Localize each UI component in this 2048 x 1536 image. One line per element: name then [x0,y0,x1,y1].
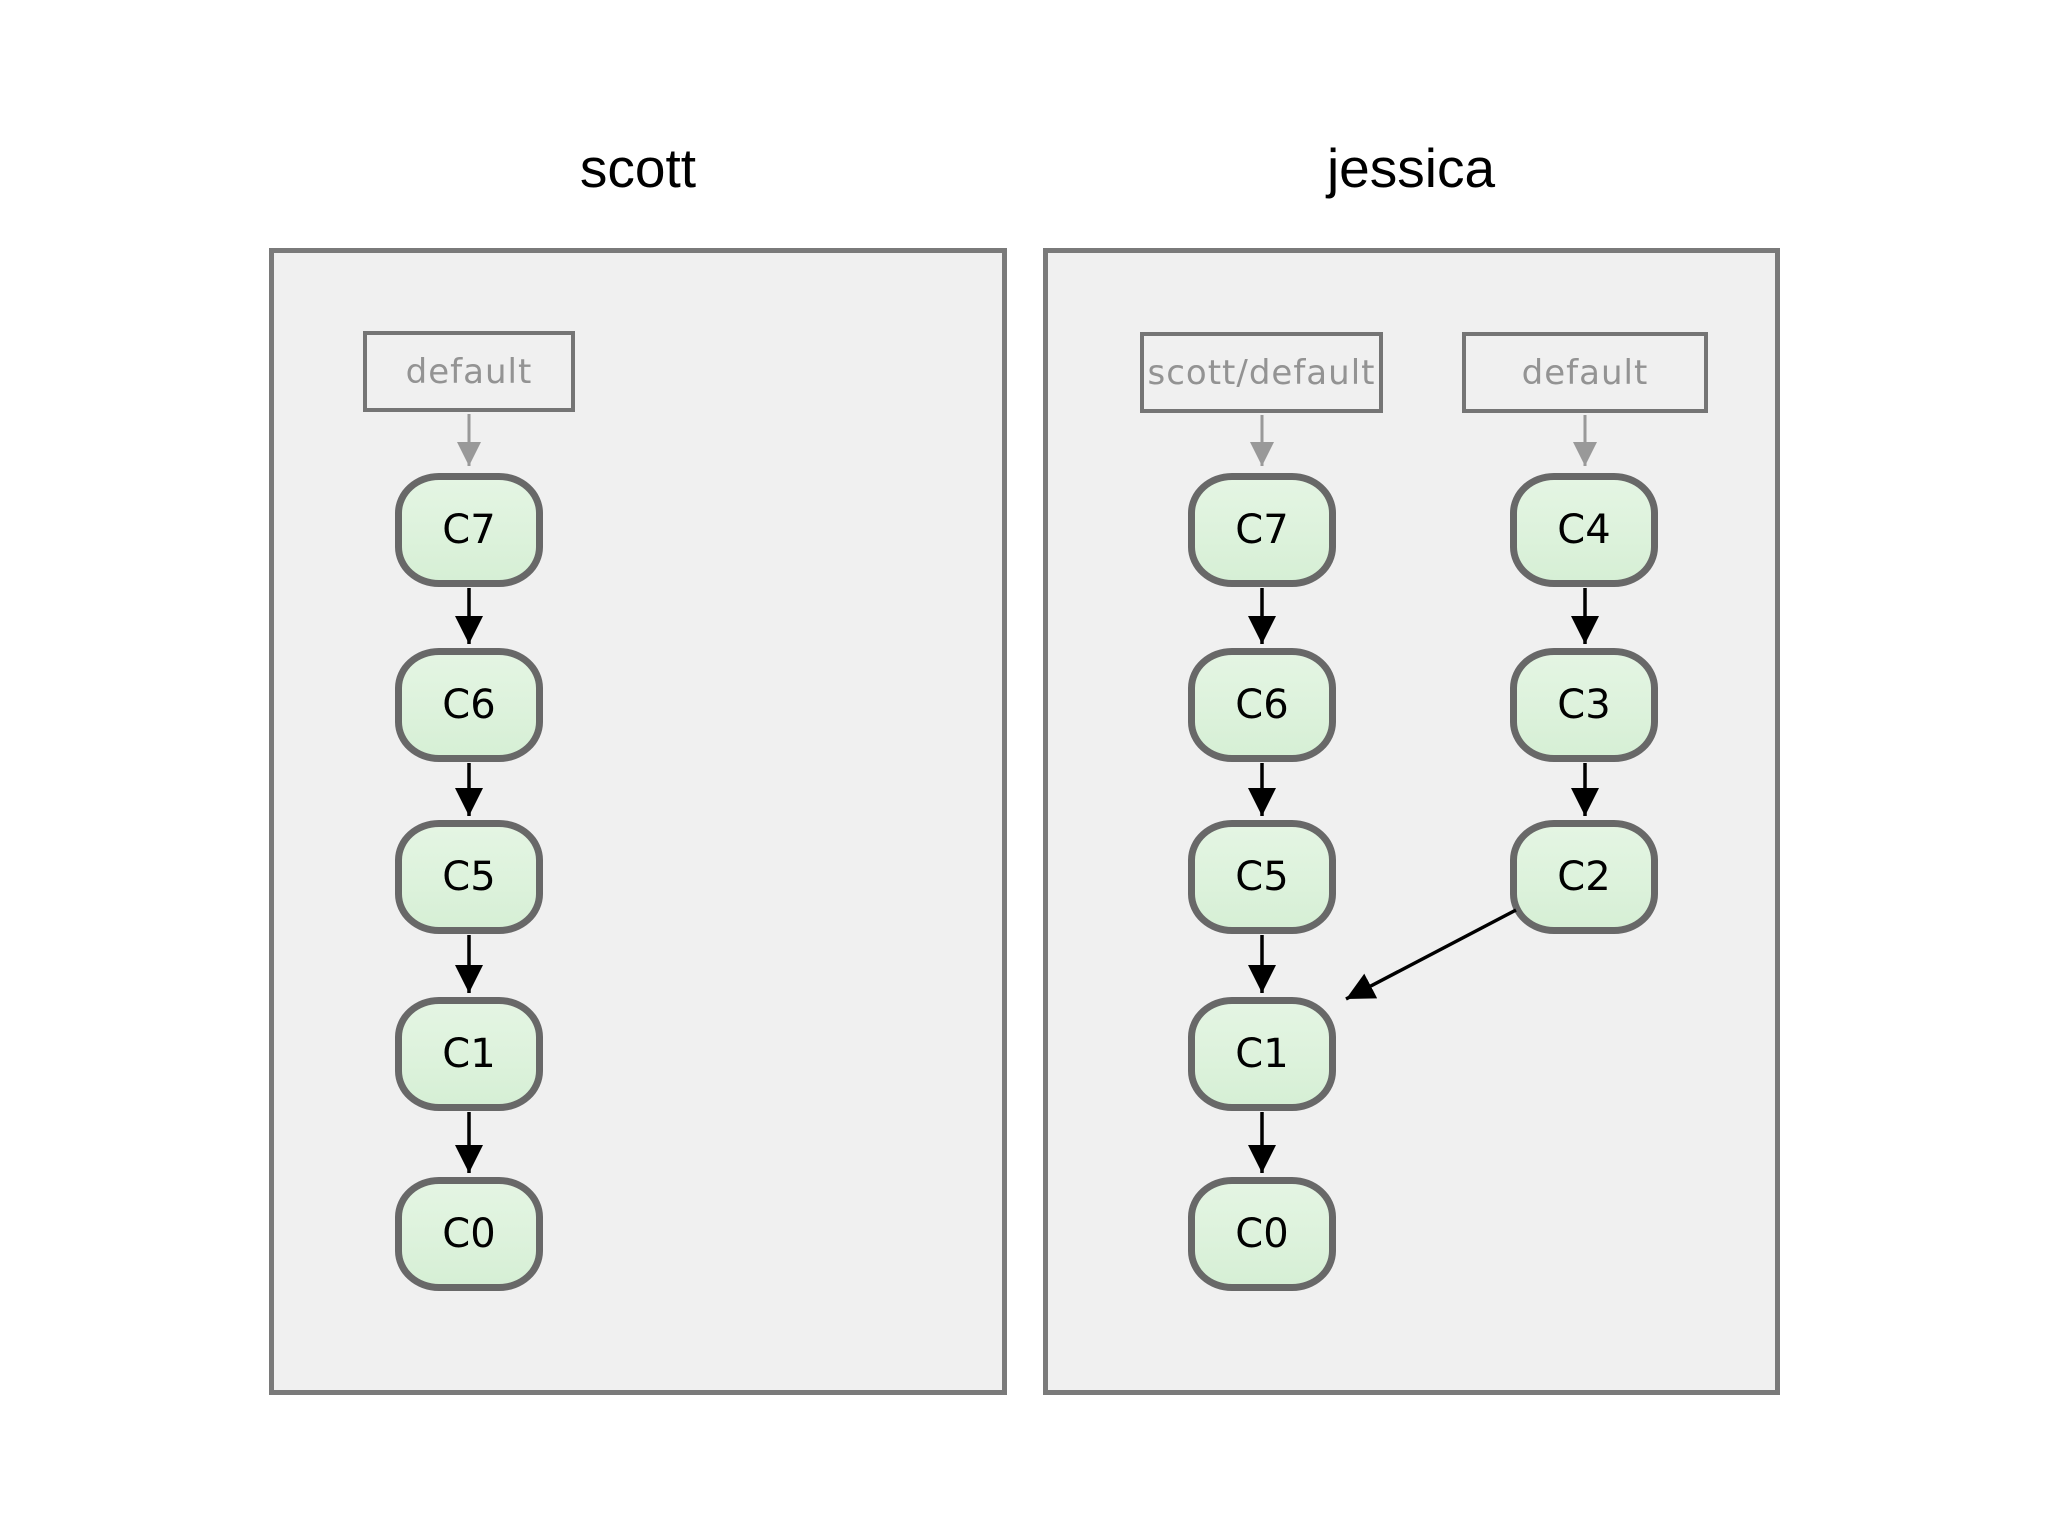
left-repo-panel [269,248,1007,1395]
commit-node-jessica-c6: C6 [1188,648,1336,762]
left-repo-title: scott [579,137,697,199]
branch-label-scott-default: scott/default [1140,332,1383,413]
commit-node-jessica-c1: C1 [1188,997,1336,1111]
commit-node-jessica-c0: C0 [1188,1177,1336,1291]
commit-node-scott-c1: C1 [395,997,543,1111]
commit-node-jessica-c4: C4 [1510,473,1658,587]
commit-node-scott-c6: C6 [395,648,543,762]
commit-node-jessica-c3: C3 [1510,648,1658,762]
right-repo-title: jessica [1326,137,1496,199]
commit-node-scott-c5: C5 [395,820,543,934]
branch-label-default-right: default [1462,332,1708,413]
commit-node-jessica-c2: C2 [1510,820,1658,934]
commit-node-scott-c7: C7 [395,473,543,587]
commit-node-scott-c0: C0 [395,1177,543,1291]
right-repo-panel [1043,248,1780,1395]
commit-node-jessica-c7: C7 [1188,473,1336,587]
branch-label-default-left: default [363,331,575,412]
commit-node-jessica-c5: C5 [1188,820,1336,934]
